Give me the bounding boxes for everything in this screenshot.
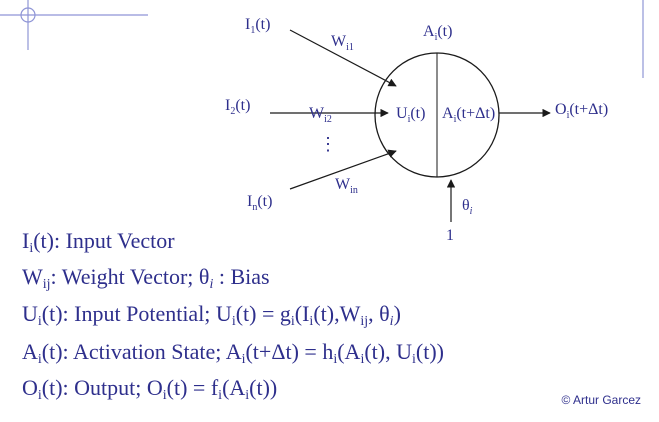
definition-activation-state: Ai(t): Activation State; Ai(t+Δt) = hi(A… — [22, 339, 444, 367]
input-arrow-1 — [289, 29, 397, 87]
potential-label: Ui(t) — [396, 105, 425, 125]
bias-label: θi — [462, 197, 473, 217]
activation-label-top: Ai(t) — [423, 23, 452, 43]
input-label-1: I1(t) — [245, 16, 270, 36]
weight-label-1: Wi1 — [331, 33, 354, 53]
input-label-n: In(t) — [247, 193, 272, 213]
copyright-notice: © Artur Garcez — [561, 393, 641, 407]
definition-input-potential: Ui(t): Input Potential; Ui(t) = gi(Ii(t)… — [22, 301, 401, 329]
output-label: Oi(t+Δt) — [555, 101, 608, 121]
definition-weight-bias: Wij: Weight Vector; θi : Bias — [22, 264, 270, 292]
definition-output: Oi(t): Output; Oi(t) = fi(Ai(t)) — [22, 375, 278, 403]
slide-decoration — [0, 0, 644, 78]
weight-label-n: Win — [335, 176, 358, 196]
bias-input-label: 1 — [446, 227, 454, 240]
decor-circle — [20, 7, 36, 23]
activation-label-inner: Ai(t+Δt) — [442, 105, 495, 125]
weight-label-2: Wi2 — [309, 105, 332, 125]
neuron-diagram: I1(t) I2(t) In(t) Wi1 Wi2 Win ⋮ Ai(t) Ui… — [0, 0, 644, 240]
input-label-2: I2(t) — [225, 97, 250, 117]
definition-input-vector: Ii(t): Input Vector — [22, 228, 175, 256]
ellipsis-icon: ⋮ — [319, 134, 337, 154]
input-arrow-n — [289, 149, 397, 190]
